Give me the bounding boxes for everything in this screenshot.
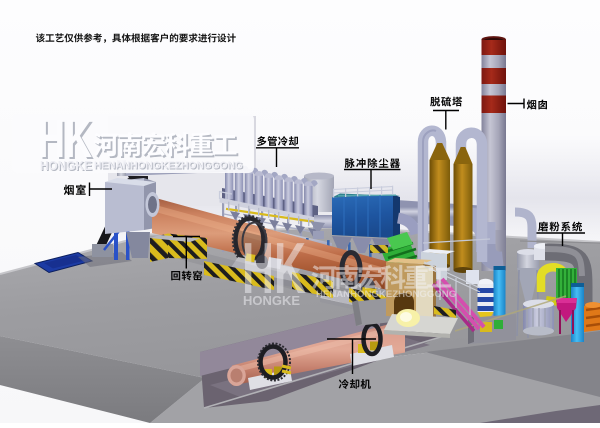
svg-text:HK: HK	[40, 111, 94, 171]
svg-text:HONGKE: HONGKE	[40, 159, 92, 173]
svg-text:HENANHONGKEZHONGGONG: HENANHONGKEZHONGGONG	[316, 289, 456, 300]
svg-text:HK: HK	[242, 229, 306, 309]
svg-text:HK: HK	[38, 109, 92, 169]
svg-text:HONGKE: HONGKE	[243, 294, 300, 308]
svg-text:HENANHONGKEZHONGGONG: HENANHONGKEZHONGGONG	[95, 162, 244, 173]
svg-text:HONGKE: HONGKE	[41, 160, 93, 174]
svg-text:HENANHONGKEZHONGGONG: HENANHONGKEZHONGGONG	[94, 161, 243, 172]
